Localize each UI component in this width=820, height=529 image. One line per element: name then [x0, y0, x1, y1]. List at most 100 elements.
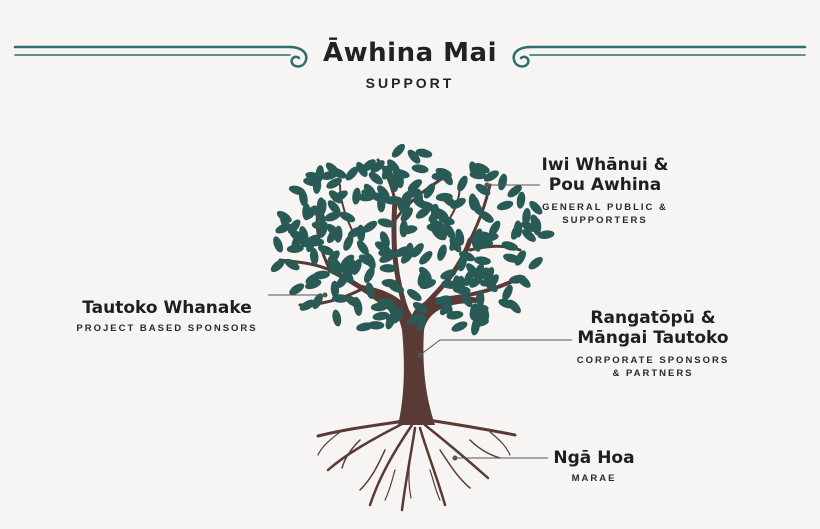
leaf [471, 235, 481, 252]
label-rangatopu: Rangatōpū & Māngai Tautoko CORPORATE SPO… [572, 308, 734, 380]
leaf [407, 179, 423, 192]
leaf [475, 183, 491, 196]
leaf [419, 201, 436, 212]
leaf [381, 164, 393, 180]
leaf [440, 269, 457, 280]
page-subtitle: SUPPORT [365, 75, 455, 91]
leaf [372, 311, 390, 321]
leaf [411, 243, 424, 258]
leaf [334, 261, 350, 274]
iwi-desc-line2: SUPPORTERS [562, 215, 648, 226]
tautoko-name: Tautoko Whanake [82, 298, 252, 318]
leaf [486, 274, 499, 289]
leaf [510, 223, 522, 240]
leaf [345, 166, 359, 181]
leaf [331, 294, 349, 303]
leaf [270, 259, 285, 273]
leaf [377, 185, 390, 200]
leaf [417, 270, 427, 287]
leaf [507, 185, 522, 198]
leaf [431, 172, 449, 181]
leaf [516, 191, 526, 209]
leaf [299, 299, 316, 311]
leaf [483, 170, 500, 182]
leaf [377, 298, 395, 307]
leaf [358, 254, 374, 266]
label-iwi: Iwi Whānui & Pou Awhina GENERAL PUBLIC &… [540, 155, 670, 227]
leaf [400, 225, 418, 235]
leaf [378, 248, 396, 258]
leaf [457, 254, 467, 272]
leaf [414, 188, 423, 206]
leaf [347, 226, 364, 238]
leaf [423, 183, 436, 199]
leaf [356, 240, 369, 255]
leaf [400, 207, 413, 222]
leaf [435, 192, 453, 202]
leaf [473, 256, 491, 265]
connector-lines [268, 182, 572, 461]
leaf [368, 172, 384, 185]
leaf [419, 251, 433, 265]
leaf [377, 218, 395, 228]
leaf [501, 241, 519, 251]
leaf [502, 284, 513, 301]
leaf [315, 165, 325, 183]
leaf [311, 221, 329, 230]
leaf [332, 309, 342, 327]
leaf [489, 220, 501, 236]
leaf [356, 161, 368, 177]
leaf [314, 207, 326, 224]
leaf [449, 235, 461, 251]
rangatopu-desc-line1: CORPORATE SPONSORS [576, 355, 730, 366]
leaf [289, 283, 305, 296]
leaf [312, 293, 323, 310]
right-ornament [512, 45, 807, 68]
leaf [363, 267, 375, 283]
leaf [471, 304, 489, 313]
leaf [316, 197, 326, 215]
leaf [528, 256, 543, 270]
iwi-desc-line1: GENERAL PUBLIC & [542, 202, 668, 213]
leaf [437, 244, 447, 261]
leaf [407, 149, 421, 164]
leaf [391, 143, 405, 158]
iwi-name-line2: Pou Awhina [548, 175, 662, 195]
leaf [304, 234, 320, 247]
leaf [288, 185, 306, 196]
leaf [439, 300, 453, 316]
leaf [503, 253, 520, 263]
page-title: Āwhina Mai [323, 38, 497, 68]
leaf [522, 208, 531, 225]
leaf [468, 193, 478, 211]
leaf [379, 264, 397, 273]
leaf [415, 148, 433, 158]
leaf [529, 200, 543, 215]
leaf [381, 278, 399, 288]
leaf [509, 274, 526, 284]
leaf [326, 177, 342, 189]
leaf [313, 270, 330, 280]
leaf [521, 229, 536, 242]
label-tautoko: Tautoko Whanake PROJECT BASED SPONSORS [72, 298, 262, 335]
rangatopu-desc-line2: & PARTNERS [612, 368, 694, 379]
leaf [496, 200, 514, 211]
leaf [451, 321, 468, 332]
leaf [537, 230, 555, 239]
leaf [476, 290, 485, 308]
leaf [481, 232, 499, 242]
leaf [367, 321, 385, 330]
leaf [385, 313, 396, 330]
ngahoa-desc: MARAE [571, 473, 617, 484]
leaf [411, 164, 429, 174]
leaf [352, 187, 361, 205]
leaf [327, 200, 341, 215]
leaf [339, 211, 356, 223]
leaf [328, 190, 343, 204]
label-ngahoa: Ngā Hoa MARAE [548, 448, 640, 485]
leaf [430, 203, 440, 221]
leaf [507, 299, 521, 314]
ngahoa-name: Ngā Hoa [553, 448, 635, 468]
